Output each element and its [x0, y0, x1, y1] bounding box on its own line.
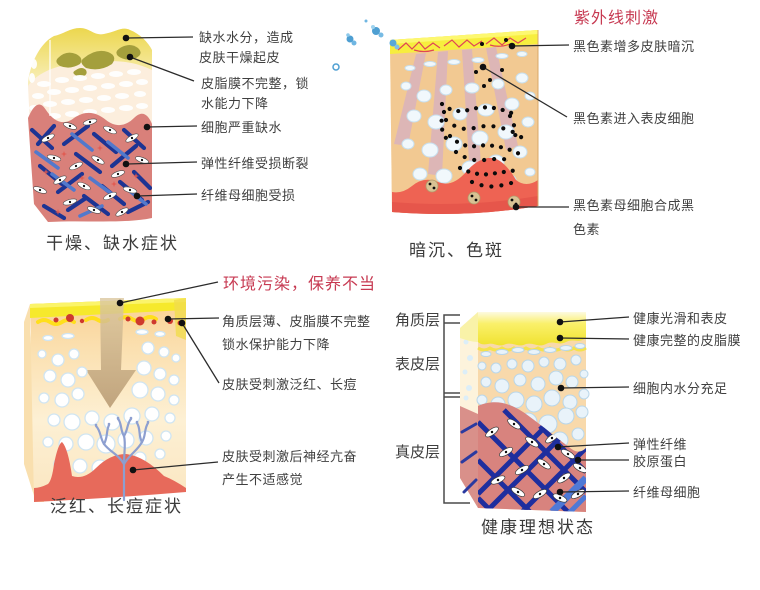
irritated-caption: 泛红、长痘症状 — [50, 497, 183, 517]
dry-annotation-2: 皮脂膜不完整，锁 水能力下降 — [201, 77, 310, 112]
healthy-annotation-2: 健康完整的皮脂膜 — [633, 334, 742, 349]
healthy-annotation-1: 健康光滑和表皮 — [633, 312, 728, 327]
dull-caption: 暗沉、色斑 — [409, 241, 504, 261]
layer-label-epidermis: 表皮层 — [395, 355, 441, 373]
pollution-cause-title: 环境污染，保养不当 — [223, 274, 377, 293]
irritated-annotation-2: 皮肤受刺激泛红、长痘 — [222, 378, 358, 393]
dull-annotation-3: 黑色素母细胞合成黑 色素 — [573, 199, 695, 238]
dull-annotation-2: 黑色素进入表皮细胞 — [573, 112, 695, 127]
layer-label-dermis: 真皮层 — [395, 443, 441, 461]
healthy-annotation-3: 细胞内水分充足 — [633, 382, 728, 397]
healthy-skin-illustration — [460, 312, 590, 512]
dry-caption: 干燥、缺水症状 — [46, 234, 179, 254]
dry-annotation-4: 弹性纤维受损断裂 — [201, 157, 310, 172]
dry-annotation-1: 缺水水分，造成 皮肤干燥起皮 — [199, 31, 294, 66]
irritated-annotation-3: 皮肤受刺激后神经亢奋 产生不适感觉 — [222, 450, 358, 488]
irritated-skin-illustration — [24, 298, 186, 502]
healthy-annotation-6: 纤维母细胞 — [633, 486, 701, 501]
dry-skin-illustration — [28, 28, 152, 222]
healthy-caption: 健康理想状态 — [481, 518, 595, 538]
dull-annotation-1: 黑色素增多皮肤暗沉 — [573, 40, 695, 55]
dry-annotation-5: 纤维母细胞受损 — [201, 189, 296, 204]
healthy-annotation-4: 弹性纤维 — [633, 438, 688, 453]
uv-cause-title: 紫外线刺激 — [574, 8, 660, 27]
irritated-annotation-1: 角质层薄、皮脂膜不完整 锁水保护能力下降 — [222, 315, 371, 353]
dry-annotation-3: 细胞严重缺水 — [201, 121, 283, 136]
healthy-annotation-5: 胶原蛋白 — [633, 455, 688, 470]
layer-label-stratum-corneum: 角质层 — [395, 311, 441, 329]
uv-damaged-skin-illustration — [390, 30, 539, 214]
